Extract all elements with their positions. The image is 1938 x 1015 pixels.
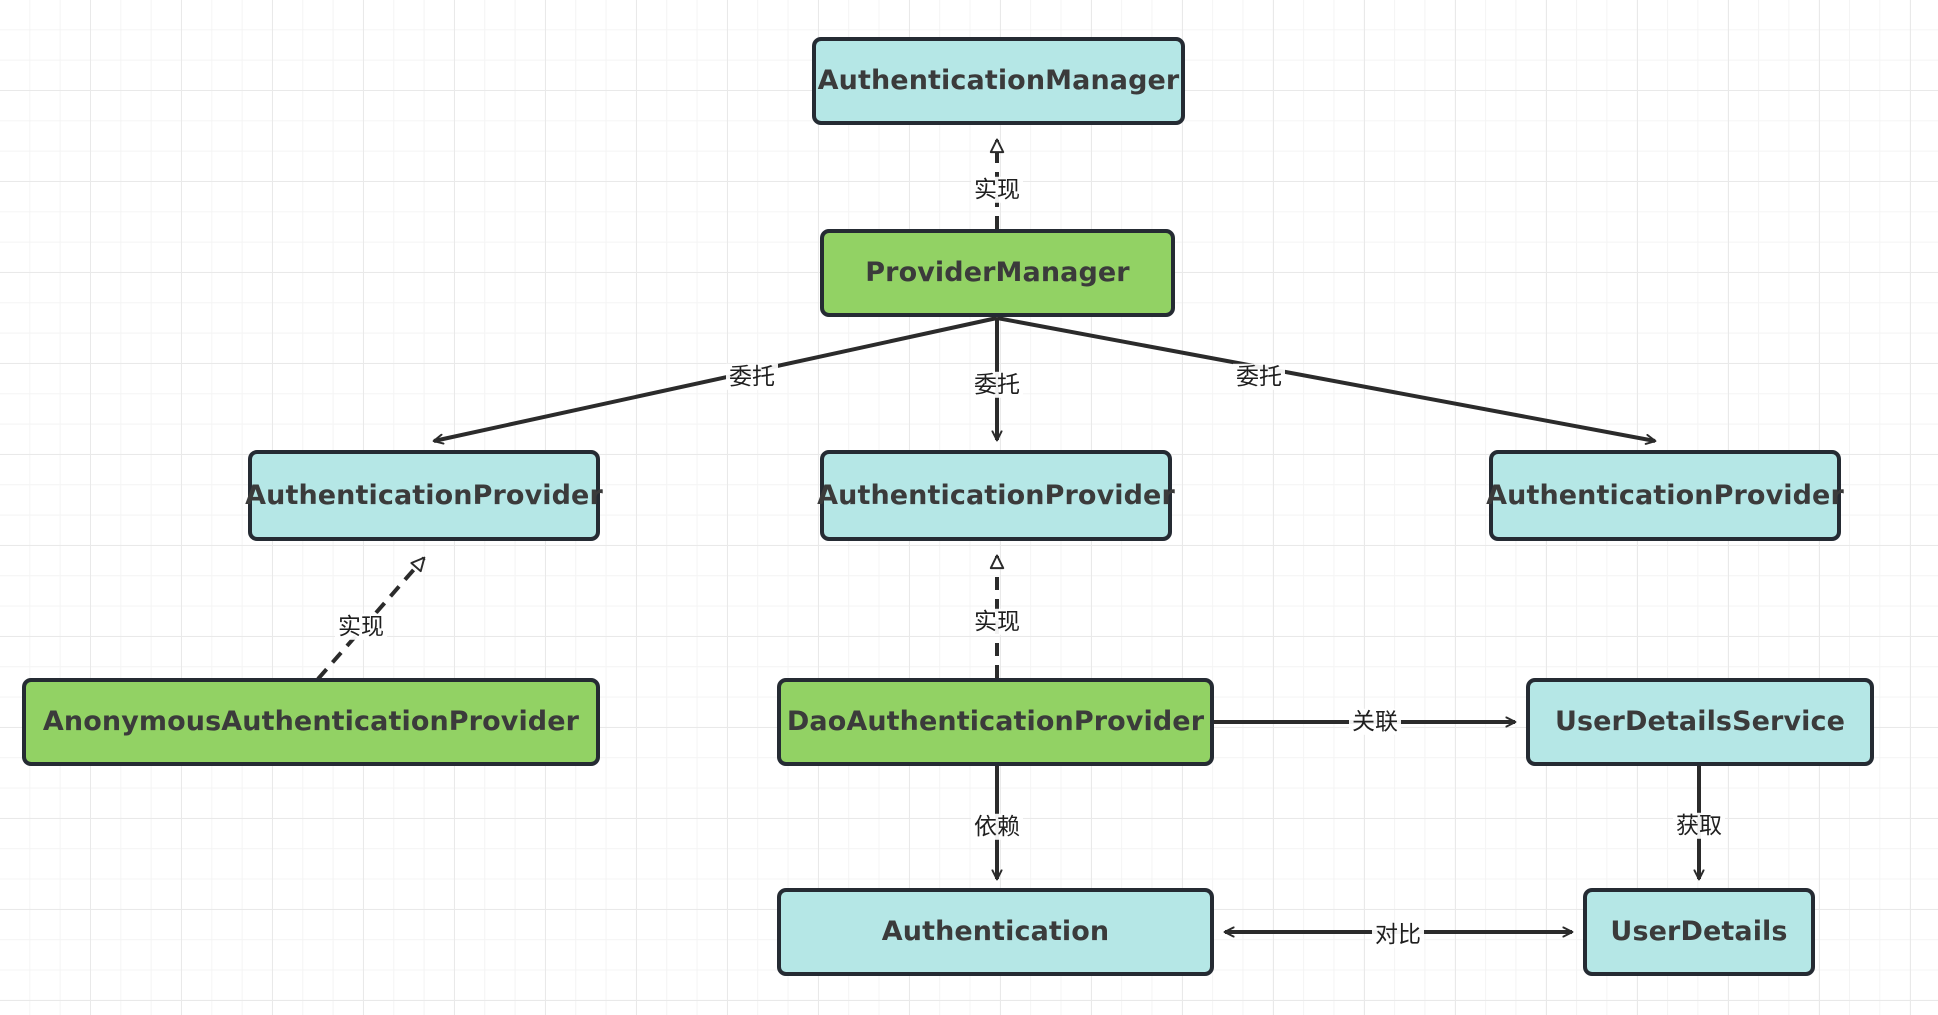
node-anonymous-authentication-provider[interactable]: AnonymousAuthenticationProvider [22, 678, 600, 766]
edge-label-delegate-left: 委托 [726, 363, 778, 391]
node-authentication[interactable]: Authentication [777, 888, 1214, 976]
node-user-details-service[interactable]: UserDetailsService [1526, 678, 1874, 766]
node-label: Authentication [881, 916, 1110, 948]
edge-provider-manager-delegates-left [434, 316, 998, 441]
node-authentication-provider-left[interactable]: AuthenticationProvider [245, 450, 603, 541]
node-label: DaoAuthenticationProvider [786, 706, 1205, 738]
edge-label-dependency: 依赖 [971, 813, 1023, 841]
edge-label-compare: 对比 [1372, 921, 1424, 949]
node-label: AuthenticationManager [817, 65, 1180, 97]
edge-label-anonymous-implements: 实现 [335, 613, 387, 641]
node-provider-manager[interactable]: ProviderManager [820, 229, 1175, 317]
node-label: AuthenticationProvider [817, 479, 1175, 511]
node-user-details[interactable]: UserDetails [1583, 888, 1815, 976]
edge-label-implements-authentication-manager: 实现 [971, 176, 1023, 204]
edge-label-association: 关联 [1349, 708, 1401, 736]
edge-label-obtain: 获取 [1673, 812, 1725, 840]
node-authentication-provider-center[interactable]: AuthenticationProvider [817, 450, 1175, 541]
node-label: AuthenticationProvider [245, 479, 603, 511]
node-label: AuthenticationProvider [1486, 479, 1844, 511]
edge-label-delegate-center: 委托 [971, 371, 1023, 399]
node-label: UserDetailsService [1554, 706, 1846, 738]
edge-label-delegate-right: 委托 [1233, 363, 1285, 391]
node-authentication-provider-right[interactable]: AuthenticationProvider [1486, 450, 1844, 541]
node-label: AnonymousAuthenticationProvider [42, 706, 580, 738]
node-label: UserDetails [1610, 916, 1788, 948]
edge-label-dao-implements: 实现 [971, 608, 1023, 636]
node-dao-authentication-provider[interactable]: DaoAuthenticationProvider [777, 678, 1214, 766]
edge-provider-manager-delegates-right [996, 316, 1655, 441]
node-label: ProviderManager [865, 257, 1130, 289]
node-authentication-manager[interactable]: AuthenticationManager [812, 37, 1185, 125]
